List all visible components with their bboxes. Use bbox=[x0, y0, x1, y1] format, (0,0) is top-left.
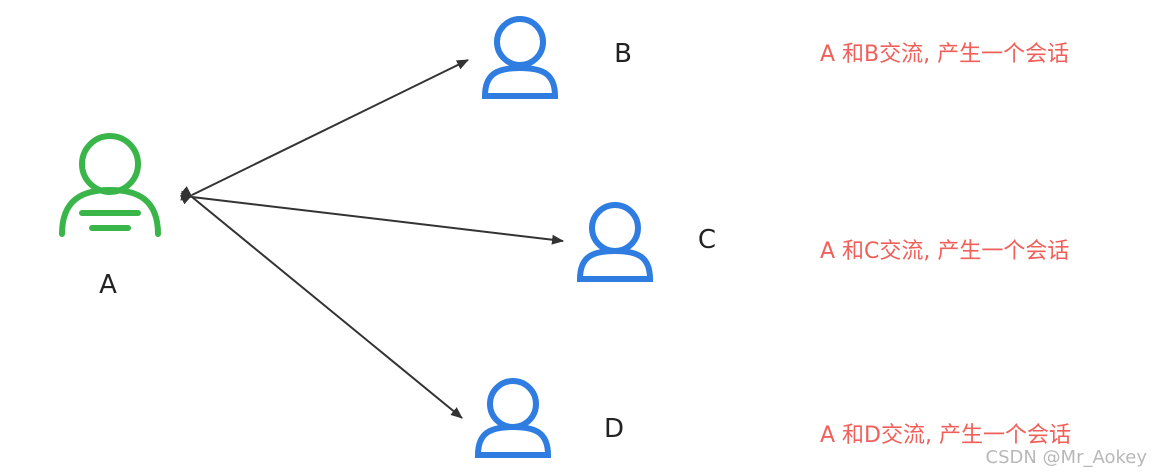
user-b-icon bbox=[481, 16, 559, 99]
session-text-ad: A 和D交流, 产生一个会话 bbox=[820, 423, 1071, 448]
user-a-label: A bbox=[99, 270, 117, 300]
user-c-icon bbox=[576, 202, 654, 282]
arrow-a-d bbox=[180, 186, 463, 419]
watermark-text: CSDN @Mr_Aokey bbox=[986, 447, 1148, 468]
arrow-a-c bbox=[180, 190, 564, 245]
user-a-icon bbox=[59, 133, 161, 237]
connection-arrows bbox=[179, 59, 564, 419]
user-d-icon bbox=[474, 378, 552, 458]
session-text-ac: A 和C交流, 产生一个会话 bbox=[820, 239, 1069, 264]
session-text-ab: A 和B交流, 产生一个会话 bbox=[820, 42, 1069, 67]
user-c-label: C bbox=[698, 225, 716, 255]
user-b-label: B bbox=[614, 39, 632, 69]
arrow-a-b bbox=[179, 59, 469, 205]
user-d-label: D bbox=[604, 414, 624, 444]
